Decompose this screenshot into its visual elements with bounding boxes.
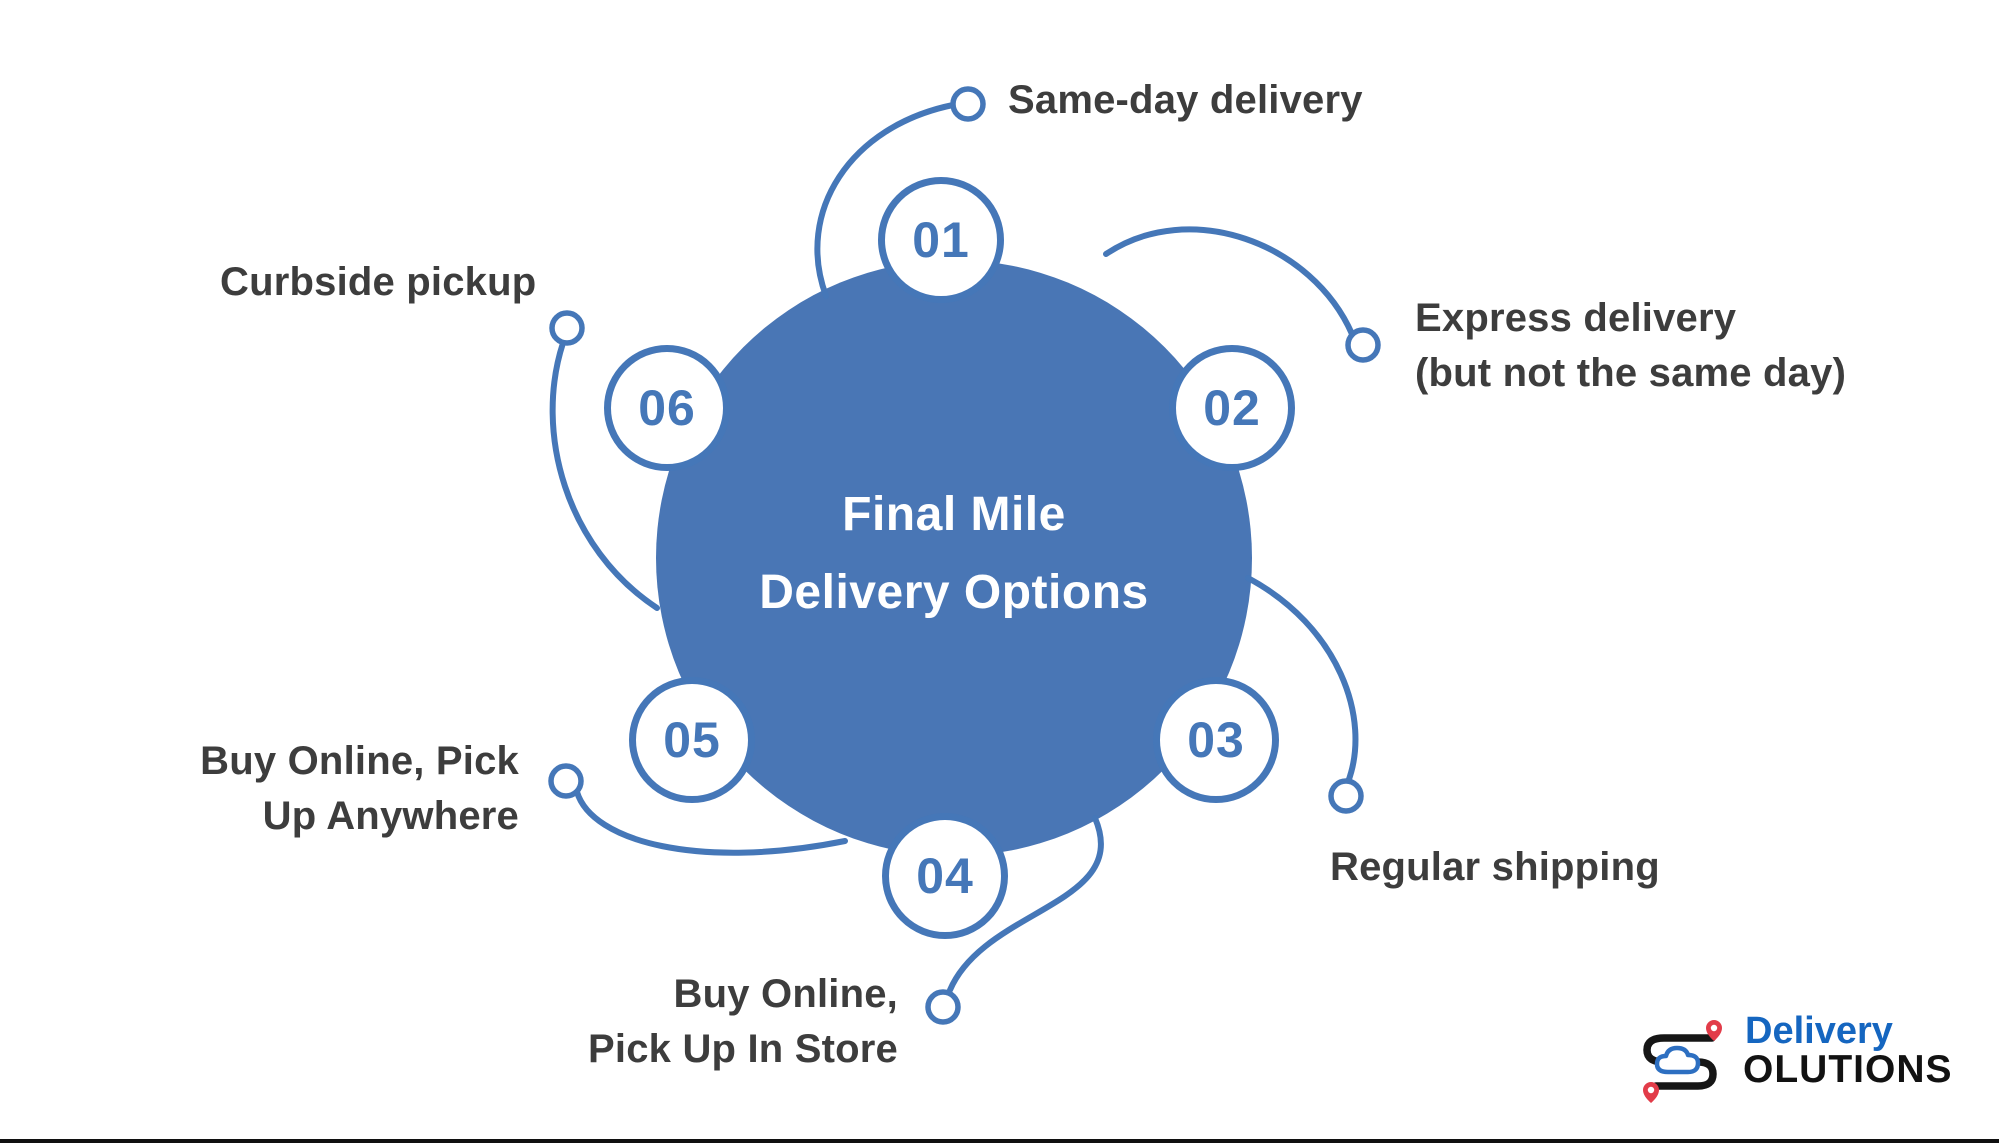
node-number-04: 04: [916, 848, 974, 904]
label-express-delivery: Express delivery (but not the same day): [1415, 291, 1846, 401]
endpoint-circle-01: [950, 86, 986, 122]
label-bopa-line-1: Buy Online, Pick: [200, 739, 519, 783]
node-circle-06: 06: [604, 345, 730, 471]
connector-arc-06: [549, 340, 660, 611]
label-buy-online-pick-up-in-store: Buy Online, Pick Up In Store: [588, 967, 898, 1077]
logo-word-solutions: OLUTIONS: [1743, 1048, 1953, 1091]
label-express-delivery-line-2: (but not the same day): [1415, 351, 1847, 395]
delivery-solutions-logo: Delivery OLUTIONS: [1640, 1008, 1970, 1108]
node-number-05: 05: [663, 712, 721, 768]
logo-route-icon: [1643, 1020, 1722, 1103]
logo-word-delivery: Delivery: [1745, 1010, 1893, 1052]
logo-cloud-icon: [1654, 1045, 1701, 1075]
label-bopa-line-2: Up Anywhere: [262, 794, 519, 838]
node-circle-02: 02: [1169, 345, 1295, 471]
label-bopis-line-2: Pick Up In Store: [588, 1027, 898, 1071]
connector-arc-01: [814, 102, 956, 299]
connector-arc-04: [947, 815, 1104, 993]
node-number-02: 02: [1203, 380, 1261, 436]
center-circle: [656, 260, 1252, 856]
node-number-01: 01: [912, 212, 970, 268]
center-title: Final Mile Delivery Options: [604, 476, 1304, 632]
label-curbside-pickup: Curbside pickup: [220, 260, 537, 304]
connector-arc-03: [1245, 575, 1359, 785]
label-express-delivery-line-1: Express delivery: [1415, 296, 1737, 340]
connector-arc-05: [574, 789, 848, 856]
node-circle-01: 01: [878, 177, 1004, 303]
node-circle-04: 04: [882, 813, 1008, 939]
node-circle-05: 05: [629, 677, 755, 803]
connector-arc-02: [1103, 226, 1355, 337]
endpoint-circle-03: [1328, 778, 1364, 814]
bottom-border-line: [0, 1139, 1999, 1143]
label-buy-online-pick-up-anywhere: Buy Online, Pick Up Anywhere: [200, 734, 519, 844]
logo-pin-top-icon: [1706, 1020, 1722, 1041]
endpoint-circle-04: [925, 989, 961, 1025]
label-same-day-delivery: Same-day delivery: [1008, 78, 1363, 122]
title-line-2: Delivery Options: [759, 566, 1149, 619]
label-bopis-line-1: Buy Online,: [673, 972, 898, 1016]
endpoint-circle-02: [1345, 327, 1381, 363]
logo-pin-bottom-icon: [1643, 1082, 1659, 1103]
title-line-1: Final Mile: [842, 488, 1066, 541]
node-circle-03: 03: [1153, 677, 1279, 803]
node-number-03: 03: [1187, 712, 1245, 768]
node-number-06: 06: [638, 380, 696, 436]
label-regular-shipping: Regular shipping: [1330, 845, 1660, 889]
endpoint-circle-06: [549, 310, 585, 346]
endpoint-circle-05: [548, 763, 584, 799]
